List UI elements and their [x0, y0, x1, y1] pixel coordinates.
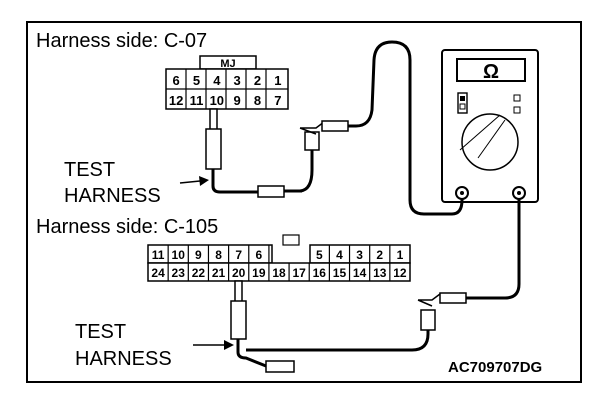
c105-pin-7: 7	[235, 248, 242, 262]
ohm-symbol: Ω	[483, 61, 499, 83]
c07-pin-8: 8	[254, 93, 261, 108]
c07-pin-2: 2	[254, 73, 261, 88]
c105-pin-24: 24	[151, 266, 165, 280]
label-harness-1: HARNESS	[64, 185, 161, 207]
label-harness-side-c105: Harness side: C-105	[36, 216, 218, 238]
meter-dial	[461, 113, 519, 171]
c105-pin-6: 6	[256, 248, 263, 262]
c105-pin-5: 5	[316, 248, 323, 262]
c105-pin-20: 20	[232, 266, 246, 280]
c07-pin-9: 9	[234, 93, 241, 108]
figure-code: AC709707DG	[448, 359, 542, 376]
meter-display	[456, 58, 526, 82]
c105-pin-2: 2	[376, 248, 383, 262]
c105-pin-10: 10	[172, 248, 186, 262]
c105-pin-19: 19	[252, 266, 266, 280]
c105-pin-1: 1	[397, 248, 404, 262]
c07-pin-10: 10	[210, 93, 224, 108]
arrow-test-harness-1	[179, 176, 209, 186]
c07-pin-12: 12	[169, 93, 183, 108]
c07-pin-3: 3	[234, 73, 241, 88]
label-test-1: TEST	[64, 159, 115, 181]
c105-pin-17: 17	[292, 266, 306, 280]
label-harness-side-c07: Harness side: C-07	[36, 30, 207, 52]
c105-pin-15: 15	[333, 266, 347, 280]
c105-pin-21: 21	[212, 266, 226, 280]
test-harness-lower	[230, 199, 521, 373]
c105-pin-23: 23	[172, 266, 186, 280]
c105-pin-4: 4	[336, 248, 343, 262]
c07-pin-5: 5	[193, 73, 200, 88]
label-test-2: TEST	[75, 321, 126, 343]
c07-pin-7: 7	[274, 93, 281, 108]
label-harness-2: HARNESS	[75, 348, 172, 370]
c07-pin-11: 11	[190, 93, 204, 108]
test-harness-upper	[205, 40, 464, 216]
c105-pin-9: 9	[195, 248, 202, 262]
c105-pin-12: 12	[393, 266, 407, 280]
c07-pin-1: 1	[274, 73, 281, 88]
arrow-test-harness-2	[193, 340, 234, 350]
ohmmeter: Ω	[441, 49, 539, 203]
connector-c07-tag: MJ	[220, 58, 235, 70]
c105-pin-14: 14	[353, 266, 367, 280]
c105-pin-3: 3	[356, 248, 363, 262]
c105-pin-11: 11	[152, 248, 165, 262]
figure-frame	[26, 21, 582, 383]
c105-pin-16: 16	[313, 266, 327, 280]
c105-pin-22: 22	[192, 266, 206, 280]
c07-pin-6: 6	[173, 73, 180, 88]
c105-pin-8: 8	[215, 248, 222, 262]
c07-pin-4: 4	[213, 73, 221, 88]
c105-pin-13: 13	[373, 266, 387, 280]
c105-pin-18: 18	[272, 266, 286, 280]
